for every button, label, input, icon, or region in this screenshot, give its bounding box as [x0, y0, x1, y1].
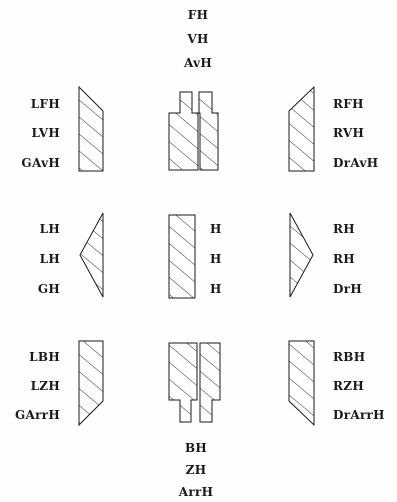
label-mid-left-1: LH: [39, 222, 60, 236]
back-right-shape: [288, 340, 315, 427]
label-mid-right-1: RH: [333, 222, 355, 236]
label-back-right-1: RBH: [333, 350, 366, 364]
back-left-shape: [78, 340, 104, 427]
label-mid-center-1: H: [210, 222, 222, 236]
label-back-left-1: LBH: [29, 350, 60, 364]
label-mid-left-2: LH: [39, 252, 60, 266]
label-mid-center-3: H: [210, 282, 222, 296]
front-right-shape: [288, 85, 315, 172]
mid-center-shape: [168, 214, 196, 299]
label-bottom-2: ZH: [185, 463, 207, 477]
label-mid-right-2: RH: [333, 252, 355, 266]
mid-left-shape: [79, 212, 104, 298]
label-bottom-1: BH: [184, 441, 208, 455]
label-back-left-3: GArrH: [14, 408, 60, 422]
label-back-right-3: DrArrH: [333, 408, 385, 422]
label-mid-right-3: DrH: [333, 282, 362, 296]
label-bottom-3: ArrH: [178, 485, 214, 499]
label-back-left-2: LZH: [30, 379, 60, 393]
label-mid-center-2: H: [210, 252, 222, 266]
label-mid-left-3: GH: [37, 282, 60, 296]
mid-right-shape: [289, 212, 314, 298]
label-front-right-3: DrAvH: [333, 156, 379, 170]
label-front-left-1: LFH: [30, 97, 60, 111]
label-front-left-3: GAvH: [21, 156, 60, 170]
front-center-shape: [168, 91, 219, 171]
label-front-right-2: RVH: [333, 126, 365, 140]
label-top-2: VH: [187, 32, 209, 46]
label-back-right-2: RZH: [333, 379, 364, 393]
label-front-left-2: LVH: [31, 126, 60, 140]
front-left-shape: [78, 85, 104, 172]
label-front-right-1: RFH: [333, 97, 364, 111]
label-top-3: AvH: [183, 56, 213, 70]
label-top-1: FH: [187, 8, 209, 22]
back-center-shape: [168, 342, 221, 423]
